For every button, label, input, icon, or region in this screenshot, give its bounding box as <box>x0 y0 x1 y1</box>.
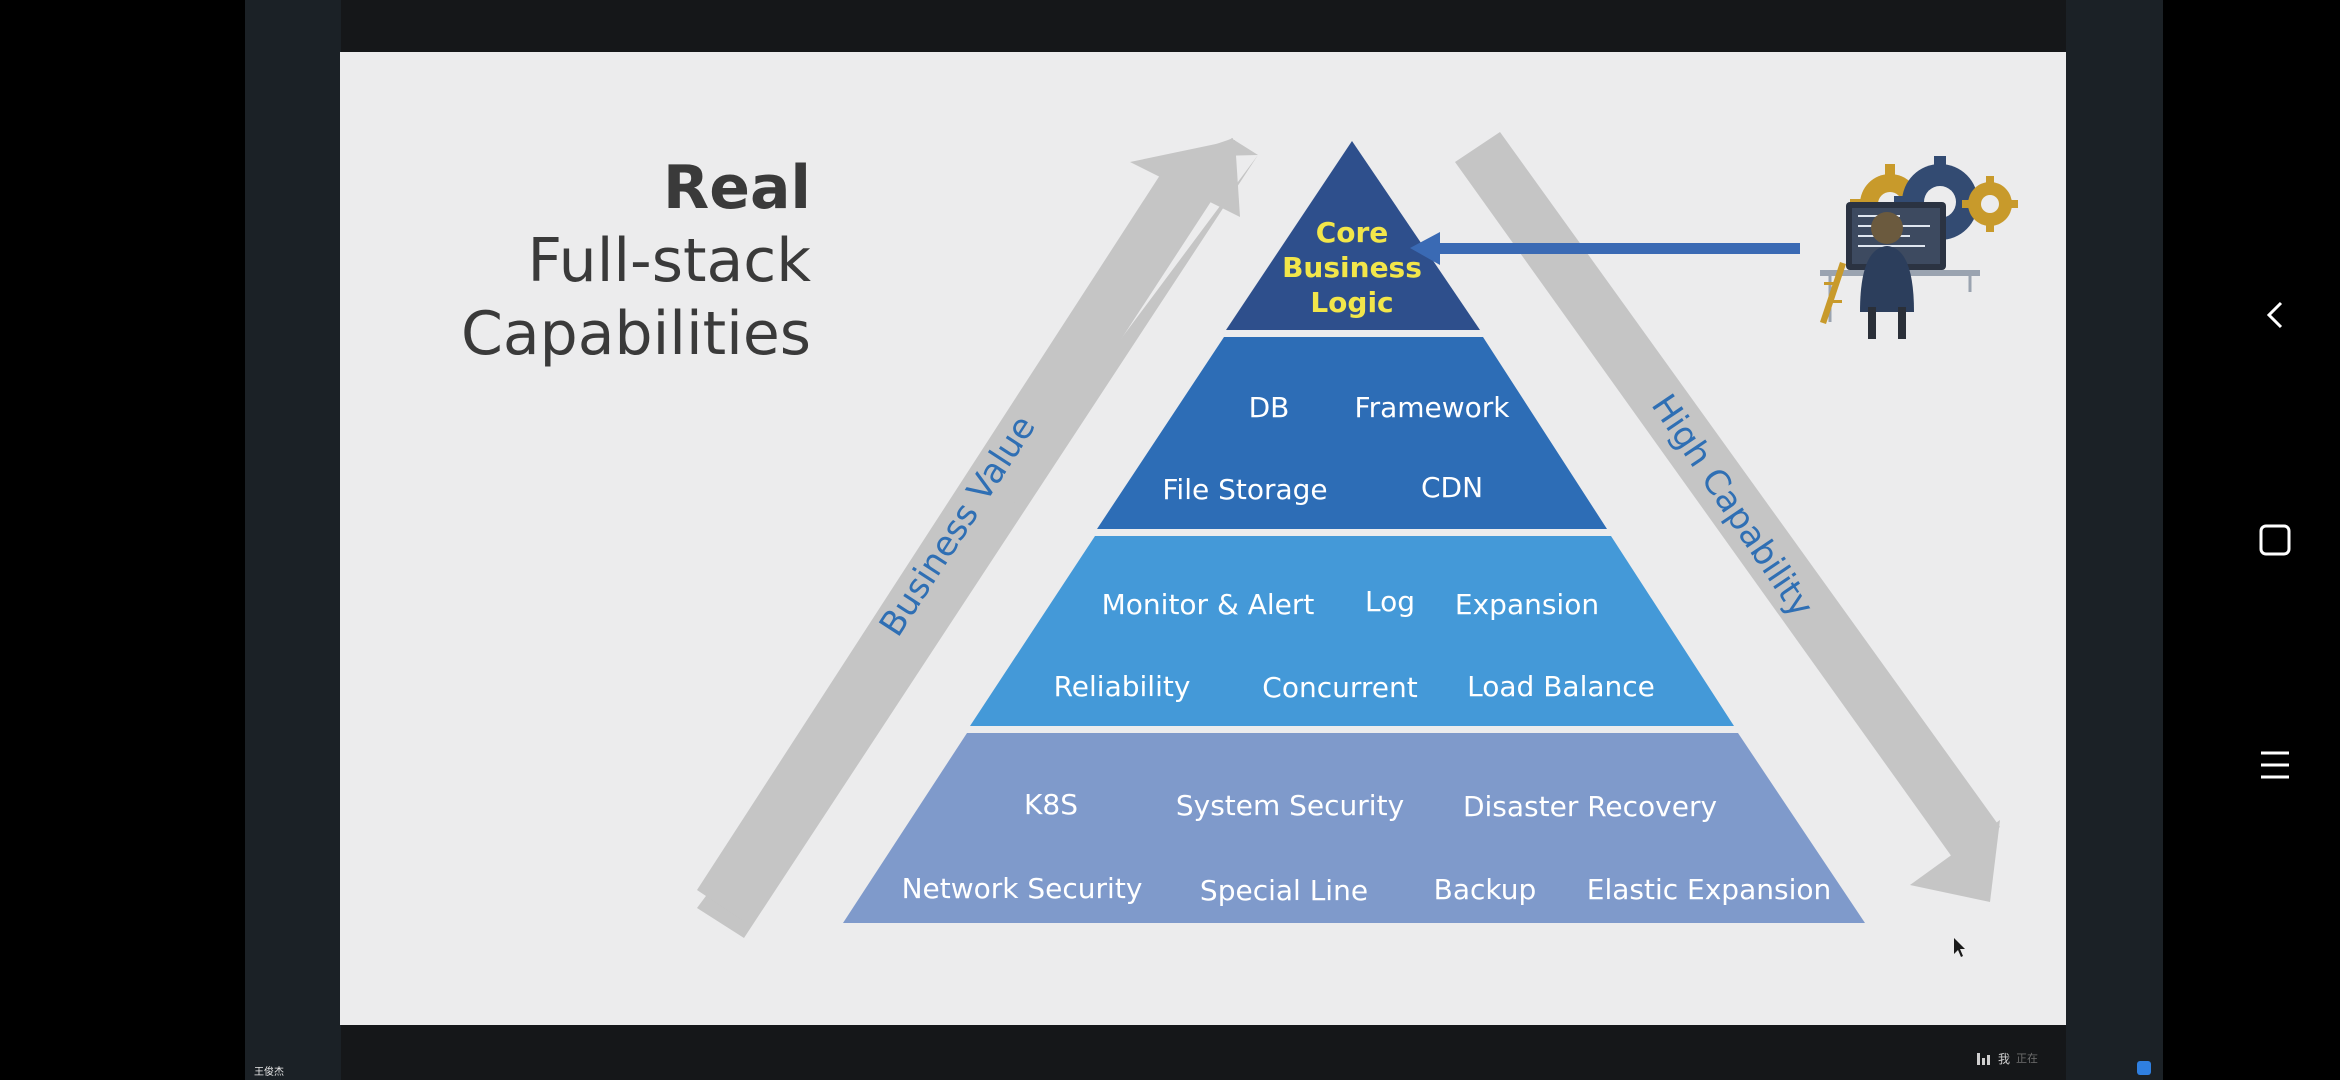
tier4-special-line: Special Line <box>1200 874 1368 907</box>
pointer-arrow-shaft <box>1440 243 1800 254</box>
menu-button[interactable] <box>2230 720 2320 810</box>
frame-edge-left <box>245 0 341 1080</box>
core-label-2: Business <box>1282 251 1422 284</box>
audio-level-icon <box>1977 1053 1990 1065</box>
tier4-k8s: K8S <box>1024 788 1078 821</box>
tier3-expansion: Expansion <box>1455 588 1599 621</box>
tier4-disaster-recovery: Disaster Recovery <box>1463 790 1717 823</box>
pyramid-tier-infra <box>843 733 1865 923</box>
speaker-name: 王俊杰 <box>254 1067 284 1078</box>
back-button[interactable] <box>2230 270 2320 360</box>
tier3-reliability: Reliability <box>1054 670 1191 703</box>
tier4-network-security: Network Security <box>902 872 1143 905</box>
tier3-load-balance: Load Balance <box>1467 670 1655 703</box>
developer-with-gears-icon <box>1820 156 2018 339</box>
back-icon <box>2266 301 2283 329</box>
home-button[interactable] <box>2230 495 2320 585</box>
title-line-2: Full-stack <box>527 226 811 296</box>
chat-icon[interactable] <box>2137 1061 2151 1075</box>
business-value-arrow-body <box>697 172 1212 920</box>
pyramid-tier-core <box>1226 141 1480 330</box>
menu-icon <box>2261 751 2289 779</box>
tier3-concurrent: Concurrent <box>1262 671 1417 704</box>
high-capability-arrow-body <box>1455 132 2000 857</box>
pyramid-tier-data <box>1097 337 1607 529</box>
high-capability-arrow-head <box>1910 820 2000 902</box>
tier4-backup: Backup <box>1434 873 1537 906</box>
tier3-monitor-alert: Monitor & Alert <box>1102 588 1315 621</box>
speaking-status-text: 正在 <box>2016 1052 2039 1065</box>
tier2-file-storage: File Storage <box>1162 473 1327 506</box>
slide-title: Real Full-stack Capabilities <box>461 152 811 371</box>
tier4-elastic-expansion: Elastic Expansion <box>1587 873 1831 906</box>
mouse-cursor <box>1954 938 1965 957</box>
tier2-db: DB <box>1249 391 1290 424</box>
business-value-arrow-head <box>1130 140 1240 217</box>
shared-slide: Core Business Logic DB Framework File St… <box>340 52 2066 1025</box>
pyramid-tier-ops <box>970 536 1734 726</box>
core-label-3: Logic <box>1310 286 1393 319</box>
tier2-framework: Framework <box>1355 391 1511 424</box>
tier2-cdn: CDN <box>1421 471 1483 504</box>
frame-edge-right <box>2066 0 2163 1080</box>
tier3-log: Log <box>1365 585 1415 618</box>
title-bold: Real <box>663 153 811 223</box>
home-icon <box>2259 524 2291 556</box>
tier4-system-security: System Security <box>1176 789 1404 822</box>
pointer-arrow-head <box>1410 232 1440 265</box>
title-line-3: Capabilities <box>461 299 811 369</box>
high-capability-label: High Capability <box>1643 387 1821 624</box>
speaking-user: 我 <box>1998 1051 2011 1066</box>
core-label-1: Core <box>1316 216 1389 249</box>
slide-graphic: Core Business Logic DB Framework File St… <box>697 132 2018 957</box>
speaking-status: 我 正在 <box>1976 1046 2038 1070</box>
